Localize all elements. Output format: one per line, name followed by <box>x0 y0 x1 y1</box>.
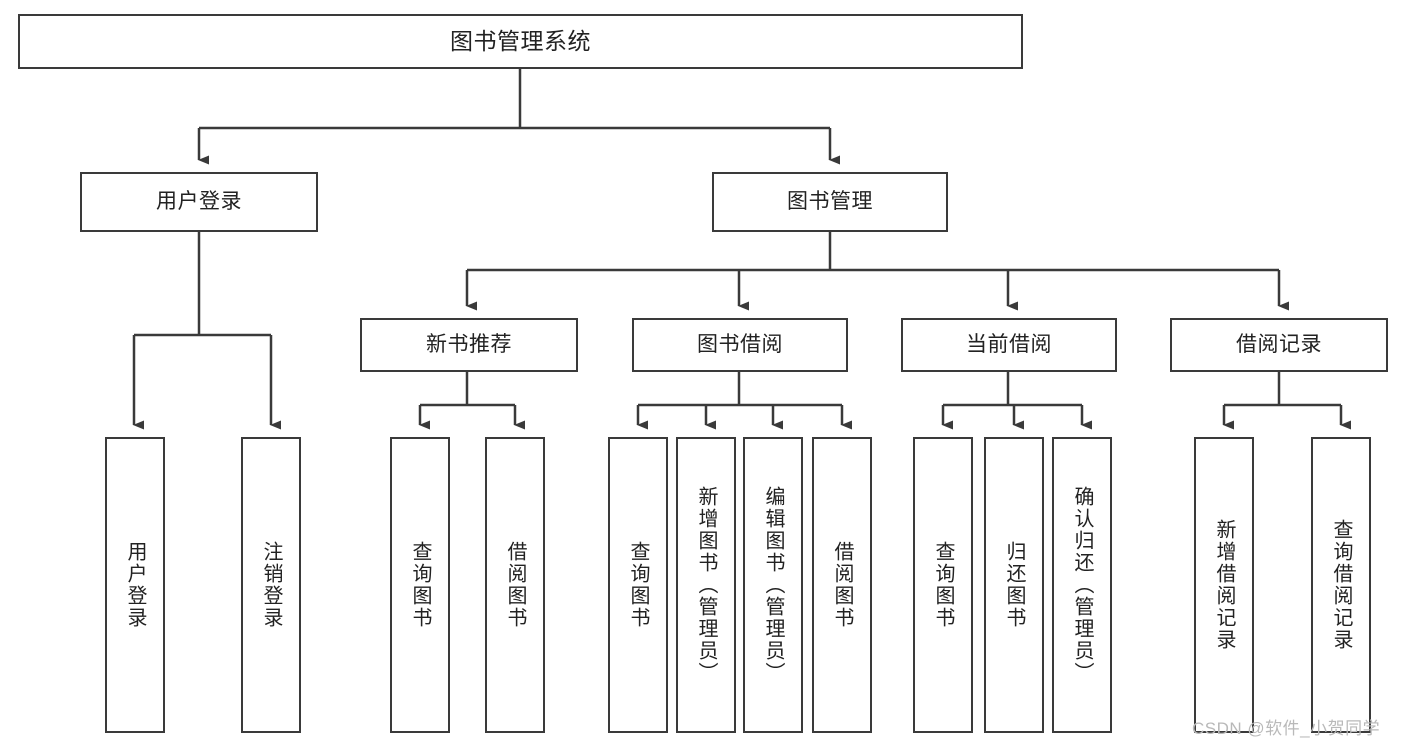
leaf-query-borrow-record[interactable]: 查询借阅记录 <box>1311 437 1371 733</box>
leaf-label: 新增借阅记录 <box>1213 519 1235 651</box>
leaf-label: 确认归还（管理员） <box>1071 486 1093 684</box>
node-borrow-record[interactable]: 借阅记录 <box>1170 318 1388 372</box>
leaf-return-book[interactable]: 归还图书 <box>984 437 1044 733</box>
leaf-query-book-recommend[interactable]: 查询图书 <box>390 437 450 733</box>
node-label: 图书管理 <box>787 190 873 214</box>
leaf-query-book-borrow[interactable]: 查询图书 <box>608 437 668 733</box>
leaf-add-book-admin[interactable]: 新增图书（管理员） <box>676 437 736 733</box>
leaf-add-borrow-record[interactable]: 新增借阅记录 <box>1194 437 1254 733</box>
node-book-borrow[interactable]: 图书借阅 <box>632 318 848 372</box>
node-new-book-recommend[interactable]: 新书推荐 <box>360 318 578 372</box>
node-root[interactable]: 图书管理系统 <box>18 14 1023 69</box>
leaf-label: 借阅图书 <box>504 541 526 629</box>
leaf-logout[interactable]: 注销登录 <box>241 437 301 733</box>
node-root-label: 图书管理系统 <box>450 27 591 54</box>
leaf-confirm-return-admin[interactable]: 确认归还（管理员） <box>1052 437 1112 733</box>
leaf-label: 用户登录 <box>124 541 146 629</box>
node-label: 新书推荐 <box>426 333 512 357</box>
leaf-query-book-current[interactable]: 查询图书 <box>913 437 973 733</box>
leaf-label: 查询借阅记录 <box>1330 519 1352 651</box>
leaf-label: 借阅图书 <box>831 541 853 629</box>
node-user-login[interactable]: 用户登录 <box>80 172 318 232</box>
node-book-management[interactable]: 图书管理 <box>712 172 948 232</box>
leaf-edit-book-admin[interactable]: 编辑图书（管理员） <box>743 437 803 733</box>
leaf-borrow-book[interactable]: 借阅图书 <box>812 437 872 733</box>
leaf-borrow-book-recommend[interactable]: 借阅图书 <box>485 437 545 733</box>
csdn-watermark: CSDN @软件_小贺同学 <box>1192 719 1381 738</box>
node-current-borrow[interactable]: 当前借阅 <box>901 318 1117 372</box>
leaf-label: 新增图书（管理员） <box>695 486 717 684</box>
node-label: 图书借阅 <box>697 333 783 357</box>
leaf-user-login[interactable]: 用户登录 <box>105 437 165 733</box>
node-label: 借阅记录 <box>1236 333 1322 357</box>
leaf-label: 查询图书 <box>627 541 649 629</box>
leaf-label: 查询图书 <box>409 541 431 629</box>
leaf-label: 查询图书 <box>932 541 954 629</box>
leaf-label: 编辑图书（管理员） <box>762 486 784 684</box>
leaf-label: 注销登录 <box>260 541 282 629</box>
leaf-label: 归还图书 <box>1003 541 1025 629</box>
node-label: 用户登录 <box>156 190 242 214</box>
node-label: 当前借阅 <box>966 333 1052 357</box>
